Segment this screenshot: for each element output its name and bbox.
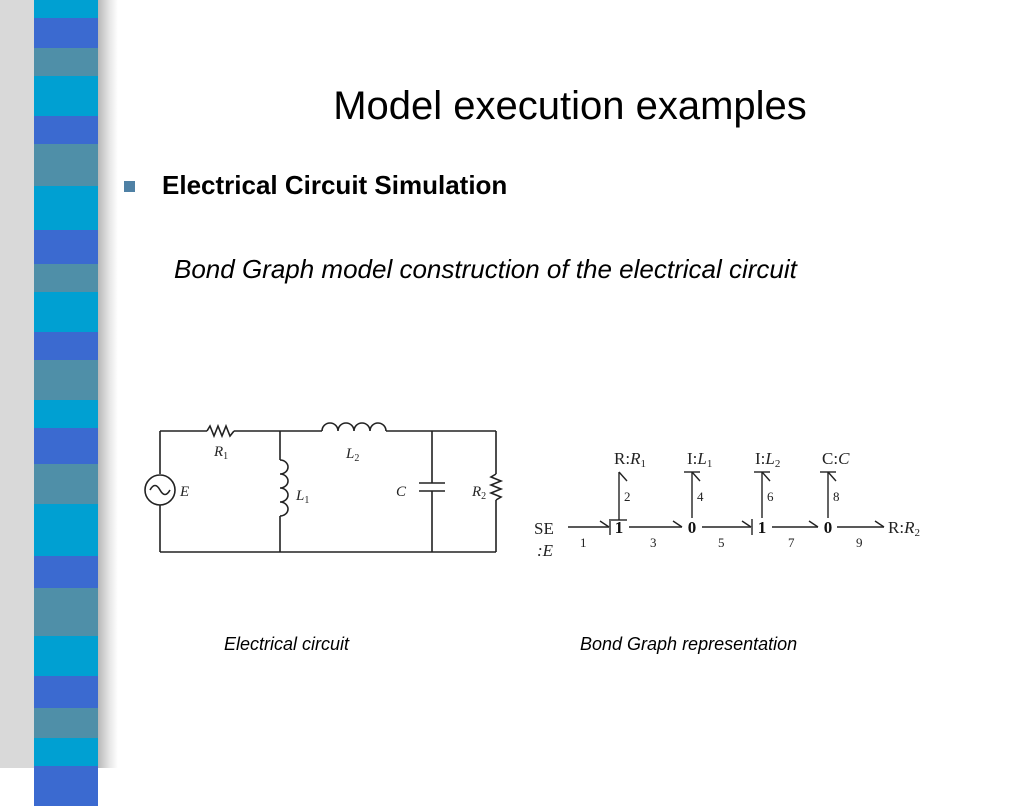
source-se-label: SE bbox=[534, 519, 554, 538]
decorative-stripe bbox=[0, 0, 118, 806]
stripe-segment bbox=[34, 708, 98, 738]
bond-number-label: 5 bbox=[718, 535, 725, 550]
label-E: E bbox=[179, 484, 189, 500]
junction-0-label: 0 bbox=[824, 518, 833, 537]
stripe-segment bbox=[34, 144, 98, 186]
bond-number-label: 7 bbox=[788, 535, 795, 550]
stripe-segment bbox=[34, 360, 98, 400]
bullet-square-icon bbox=[124, 181, 135, 192]
stripe-segment bbox=[34, 76, 98, 116]
bond-number-label: 6 bbox=[767, 489, 774, 504]
bullet-text: Electrical Circuit Simulation bbox=[162, 170, 508, 200]
stripe-segment bbox=[34, 230, 98, 264]
label-L1: L1 bbox=[295, 488, 309, 506]
element-label: C:C bbox=[822, 449, 850, 468]
stripe-segment bbox=[34, 588, 98, 636]
stripe-segment bbox=[34, 464, 98, 504]
label-R2: R2 bbox=[471, 484, 486, 502]
stripe-segment bbox=[34, 676, 98, 708]
stripe-segment bbox=[34, 636, 98, 676]
stripe-segment bbox=[34, 48, 98, 76]
stripe-segment bbox=[34, 766, 98, 806]
stripe-segment bbox=[34, 116, 98, 144]
junction-1-label: 1 bbox=[615, 518, 624, 537]
bond-number-label: 2 bbox=[624, 489, 631, 504]
label-R1: R1 bbox=[213, 444, 228, 462]
stripe-segment bbox=[34, 738, 98, 766]
label-C: C bbox=[396, 484, 407, 500]
stripe-shadow bbox=[98, 0, 118, 768]
electrical-circuit-diagram: R1 L2 E L1 C R2 bbox=[144, 422, 504, 553]
element-label: I:L2 bbox=[755, 449, 780, 470]
bond-number-label: 8 bbox=[833, 489, 840, 504]
sink-r2-label: R:R2 bbox=[888, 518, 920, 539]
junction-0-label: 0 bbox=[688, 518, 697, 537]
source-e-label: :E bbox=[537, 541, 554, 560]
stripe-segment bbox=[34, 292, 98, 332]
stripe-segment bbox=[34, 186, 98, 230]
caption-bond-graph: Bond Graph representation bbox=[580, 634, 798, 654]
caption-electrical-circuit: Electrical circuit bbox=[224, 634, 350, 654]
bond-number-label: 3 bbox=[650, 535, 657, 550]
slide-subtitle: Bond Graph model construction of the ele… bbox=[174, 254, 797, 284]
bond-number-label: 1 bbox=[580, 535, 587, 550]
bond-graph-diagram: SE :E 1 0 1 0 2 4 6 8 1 3 5 7 9 R:R1 I:L1 I:L2 C:C R:R… bbox=[534, 449, 920, 560]
bond-number-label: 9 bbox=[856, 535, 863, 550]
stripe-segment bbox=[34, 400, 98, 428]
element-label: R:R1 bbox=[614, 449, 646, 470]
stripe-segment bbox=[34, 504, 98, 556]
label-L2: L2 bbox=[345, 446, 359, 464]
junction-1-label: 1 bbox=[758, 518, 767, 537]
stripe-bar bbox=[34, 0, 98, 806]
stripe-segment bbox=[34, 428, 98, 464]
stripe-segment bbox=[34, 556, 98, 588]
bond-number-label: 4 bbox=[697, 489, 704, 504]
slide-title: Model execution examples bbox=[333, 84, 807, 128]
stripe-segment bbox=[34, 332, 98, 360]
stripe-segment bbox=[34, 264, 98, 292]
stripe-segment bbox=[34, 0, 98, 18]
stripe-segment bbox=[34, 18, 98, 48]
element-label: I:L1 bbox=[687, 449, 712, 470]
